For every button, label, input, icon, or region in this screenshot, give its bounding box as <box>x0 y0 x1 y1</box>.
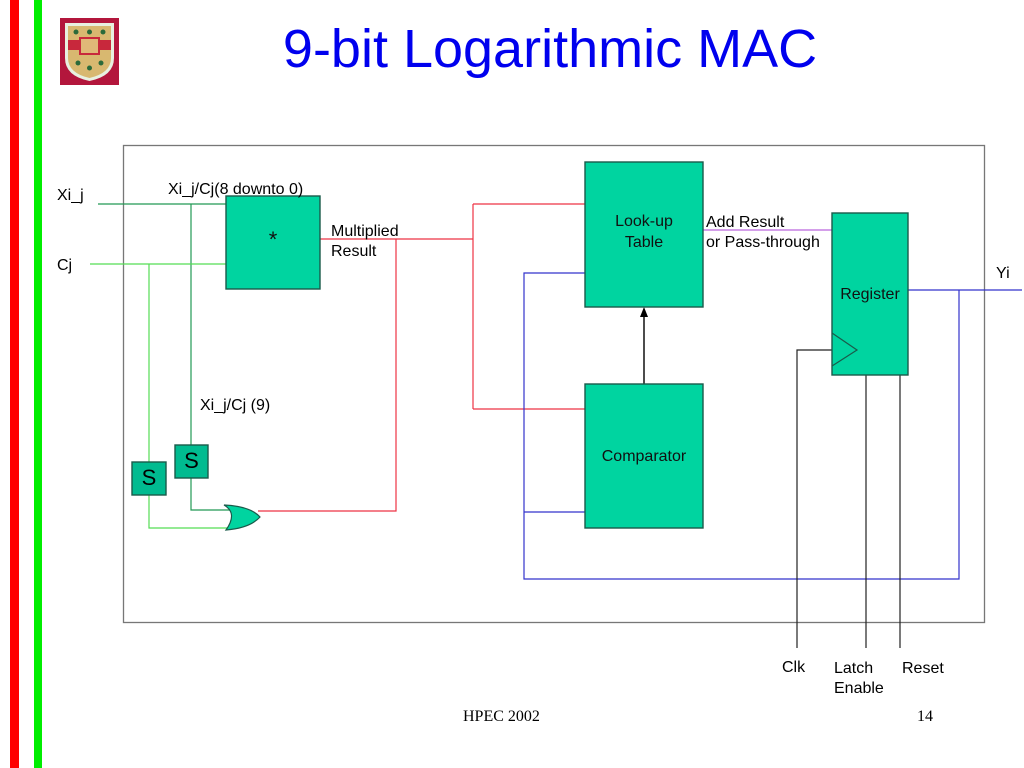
decorative-red-stripe <box>10 0 19 768</box>
footer-conference: HPEC 2002 <box>463 708 540 725</box>
latch-label-line1: Latch <box>834 660 874 677</box>
wire-multiplied-result <box>258 203 585 512</box>
input-label-xi-j: Xi_j <box>57 187 84 204</box>
wire-compare-select <box>640 307 648 384</box>
lut-label-line1: Look-up <box>615 213 673 230</box>
bus-label-sign-bit: Xi_j/Cj (9) <box>200 397 271 414</box>
clk-label: Clk <box>782 659 806 676</box>
wire-feedback <box>523 272 1022 580</box>
lookup-table-block <box>584 161 704 308</box>
add-result-label: Add Result or Pass-through <box>706 213 820 253</box>
latch-enable-label: Latch Enable <box>834 659 884 699</box>
sign-block-xi-j-label: S <box>184 448 199 473</box>
sign-block-cj <box>131 461 167 496</box>
sign-block-cj-label: S <box>141 465 157 490</box>
wire-cj <box>90 263 232 529</box>
multiplied-result-label: Multiplied Result <box>331 222 399 262</box>
clock-input-triangle <box>831 332 859 367</box>
sign-block-xi-j <box>174 444 209 479</box>
add-label-line1: Add Result <box>706 214 785 231</box>
comparator-label: Comparator <box>601 448 687 465</box>
page-number: 14 <box>917 708 933 725</box>
decorative-green-stripe <box>34 0 42 768</box>
output-label-yi: Yi <box>996 265 1010 282</box>
register-label: Register <box>840 286 900 303</box>
wire-xi-j <box>98 203 230 511</box>
diagram-boundary <box>122 144 986 624</box>
multiplied-label-line1: Multiplied <box>331 223 399 240</box>
slide-title: 9-bit Logarithmic MAC <box>282 19 818 79</box>
multiplied-label-line2: Result <box>331 243 377 260</box>
wire-controls <box>796 349 901 648</box>
multiplier-block <box>225 195 321 290</box>
reset-label: Reset <box>902 660 944 677</box>
comparator-block <box>584 383 704 529</box>
latch-label-line2: Enable <box>834 680 884 697</box>
lut-label-line2: Table <box>624 233 664 251</box>
add-label-line2: or Pass-through <box>706 234 820 251</box>
university-crest-icon <box>60 18 119 85</box>
register-block <box>831 212 909 376</box>
input-label-cj: Cj <box>57 257 73 274</box>
bus-label-low-bits: Xi_j/Cj(8 downto 0) <box>168 181 304 198</box>
lookup-table-label: Look-up Table <box>585 212 703 254</box>
xor-gate <box>223 504 261 531</box>
multiplier-symbol: * <box>268 227 278 252</box>
